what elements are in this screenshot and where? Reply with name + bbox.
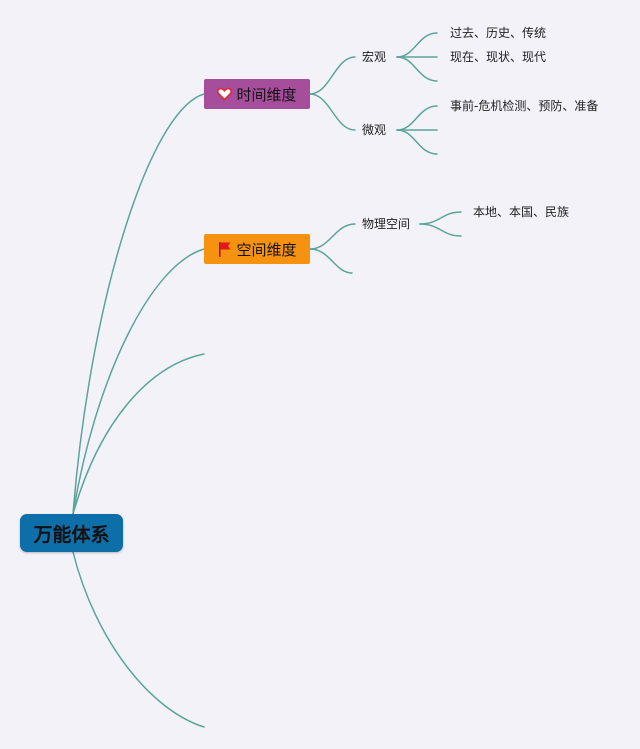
branch-node-space[interactable]: 空间维度 [204,234,310,264]
connector-micro-leaf-1 [396,105,438,131]
branch-node-time[interactable]: 时间维度 [204,79,310,109]
leaf-past-history-tradition[interactable]: 过去、历史、传统 [450,26,547,40]
connector-root-empty-2 [72,551,205,728]
connector-macro-leaf-3 [396,56,438,82]
subtopic-micro[interactable]: 微观 [362,123,387,137]
connector-physical-leaf-2 [419,223,462,237]
connector-time-micro [309,93,356,131]
connector-root-space [72,248,205,515]
connector-macro-leaf-1 [396,32,438,58]
connector-space-empty [309,248,353,274]
connector-physical-leaf-1 [419,211,462,225]
leaf-crisis-prevention[interactable]: 事前-危机检测、预防、准备 [450,99,599,113]
flag-icon [217,241,232,257]
branch-label-time: 时间维度 [236,85,297,104]
connector-time-macro [309,56,356,95]
connector-micro-leaf-3 [396,129,438,155]
root-node[interactable]: 万能体系 [20,514,123,552]
connector-space-physical [309,223,356,250]
branch-label-space: 空间维度 [236,240,297,259]
leaf-local-national[interactable]: 本地、本国、民族 [473,205,570,219]
leaf-present-status-modern[interactable]: 现在、现状、现代 [450,50,547,64]
connector-root-empty-1 [72,353,205,515]
root-label: 万能体系 [33,523,110,546]
subtopic-physical-space[interactable]: 物理空间 [362,217,411,231]
connector-root-time [72,93,205,515]
heart-icon [217,87,233,101]
subtopic-macro[interactable]: 宏观 [362,50,387,64]
